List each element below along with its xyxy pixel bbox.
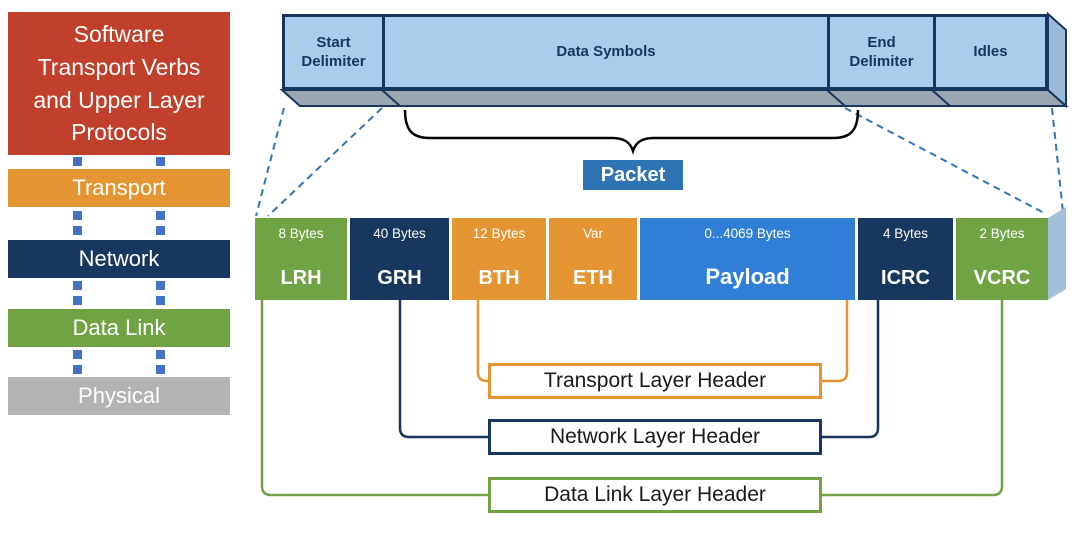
field-vcrc: 2 Bytes VCRC: [956, 218, 1048, 300]
stack-item-network: Network: [8, 240, 230, 278]
topbar-face-divider: [931, 89, 951, 107]
connector-dash: [156, 211, 165, 237]
stack-connector: [8, 281, 230, 306]
segment-start-delimiter: Start Delimiter: [285, 17, 385, 87]
field-eth: Var ETH: [549, 218, 637, 300]
field-icrc: 4 Bytes ICRC: [858, 218, 953, 300]
stack-connector: [8, 211, 230, 237]
packet-brace: [403, 109, 860, 155]
symbol-stream-bar: Start Delimiter Data Symbols End Delimit…: [282, 14, 1048, 90]
field-payload-label: Payload: [705, 264, 790, 289]
field-grh: 40 Bytes GRH: [350, 218, 449, 300]
transport-header-bracket: [476, 300, 849, 383]
field-icrc-label: ICRC: [881, 267, 930, 289]
transport-layer-header-box: Transport Layer Header: [488, 363, 822, 399]
stack-item-data-link: Data Link: [8, 309, 230, 347]
connector-dash: [73, 157, 82, 167]
segment-idles: Idles: [973, 43, 1008, 61]
network-layer-header-box: Network Layer Header: [488, 419, 822, 455]
connector-dash: [156, 157, 165, 167]
connector-dash: [73, 211, 82, 237]
field-grh-label: GRH: [377, 267, 422, 289]
stack-connector: [8, 350, 230, 374]
stack-item-physical: Physical: [8, 377, 230, 415]
stack-connector: [8, 157, 230, 167]
topbar-face-divider: [826, 89, 846, 107]
topbar-face-divider: [381, 89, 401, 107]
fieldbar-end-cap: [1048, 207, 1066, 300]
connector-dash: [156, 350, 165, 374]
topbar-right-face: [1047, 11, 1067, 109]
field-payload-bytes: 0...4069 Bytes: [704, 226, 791, 241]
field-eth-label: ETH: [573, 267, 613, 289]
field-bth-label: BTH: [478, 267, 520, 289]
zoom-dashed-line-right-inner: [844, 107, 1047, 215]
field-lrh: 8 Bytes LRH: [255, 218, 347, 300]
zoom-dashed-line-left-inner: [267, 107, 383, 217]
field-lrh-label: LRH: [280, 267, 322, 289]
field-vcrc-bytes: 2 Bytes: [979, 226, 1025, 241]
zoom-dashed-line-right-outer: [1051, 107, 1064, 213]
packet-label: Packet: [583, 160, 683, 190]
field-vcrc-label: VCRC: [973, 267, 1031, 289]
connector-dash: [73, 281, 82, 306]
datalink-header-bracket: [260, 300, 1004, 497]
field-payload: 0...4069 Bytes Payload: [640, 218, 855, 300]
segment-end-delimiter: End Delimiter: [830, 17, 936, 87]
field-bth-bytes: 12 Bytes: [472, 226, 526, 241]
network-header-bracket: [398, 300, 880, 439]
stack-item-transport: Transport: [8, 169, 230, 207]
field-lrh-bytes: 8 Bytes: [278, 226, 324, 241]
segment-data-symbols: Data Symbols: [385, 17, 830, 87]
field-eth-bytes: Var: [582, 226, 603, 241]
field-bth: 12 Bytes BTH: [452, 218, 546, 300]
datalink-layer-header-box: Data Link Layer Header: [488, 477, 822, 513]
connector-dash: [73, 350, 82, 374]
field-icrc-bytes: 4 Bytes: [882, 226, 929, 241]
zoom-dashed-line-left-outer: [255, 107, 285, 217]
stack-item-software-transport-verbs: Software Transport Verbs and Upper Layer…: [8, 12, 230, 155]
packet-fields-bar: 8 Bytes LRH 40 Bytes GRH 12 Bytes BTH Va…: [255, 218, 1048, 300]
connector-dash: [156, 281, 165, 306]
field-grh-bytes: 40 Bytes: [373, 226, 426, 241]
